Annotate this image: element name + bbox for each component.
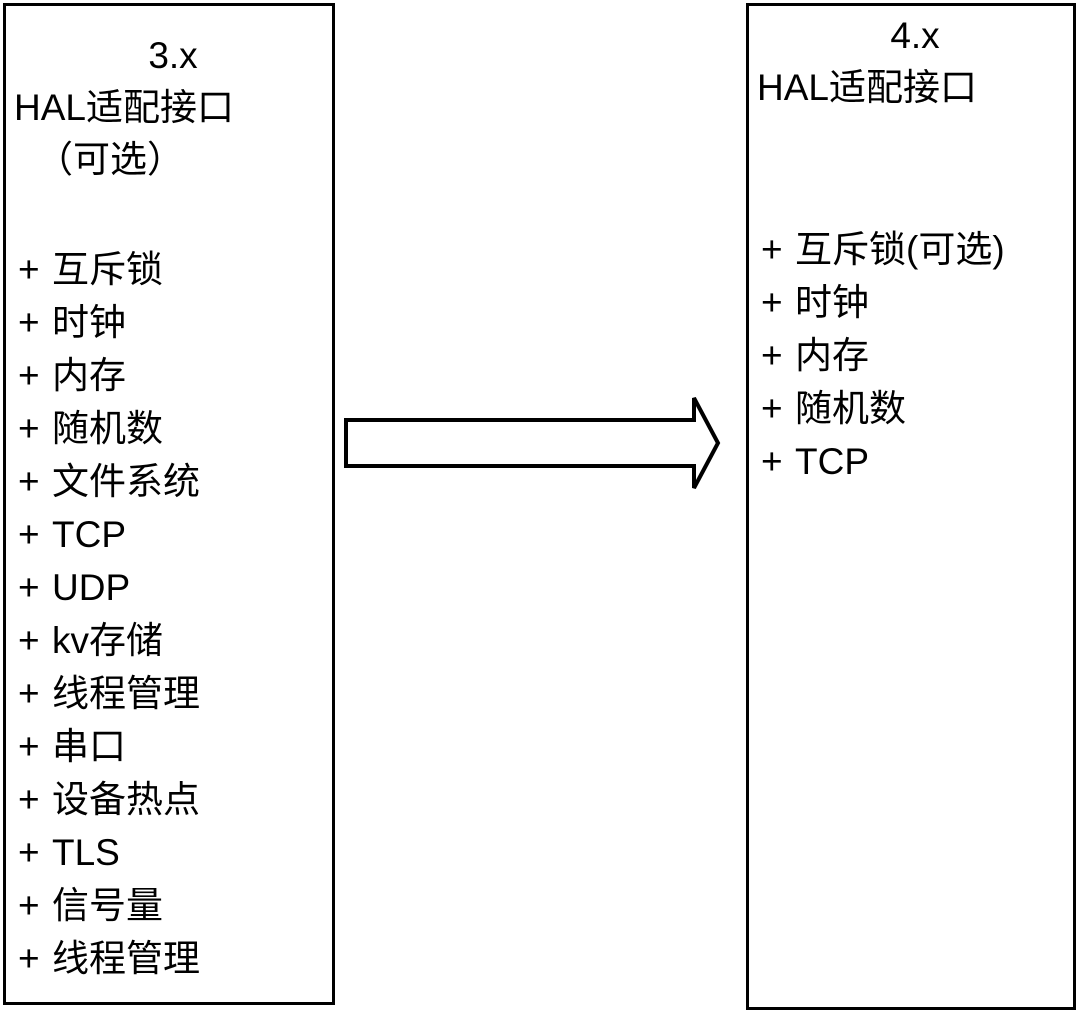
list-item-label: TLS xyxy=(52,832,120,873)
list-item: + 串口 xyxy=(6,720,332,773)
list-item-label: UDP xyxy=(52,567,131,608)
hal-4x-interface-list: + 互斥锁(可选) + 时钟 + 内存 + 随机数 + TCP xyxy=(749,223,1073,488)
plus-bullet: + xyxy=(18,779,40,820)
hal-3x-version-title: 3.x xyxy=(148,35,198,76)
hal-3x-subtitle: HAL适配接口 xyxy=(14,87,234,128)
list-item: + 信号量 xyxy=(6,879,332,932)
plus-bullet: + xyxy=(18,514,40,555)
hal-3x-interface-list: + 互斥锁 + 时钟 + 内存 + 随机数 + 文件系统 + TCP + UDP xyxy=(6,243,332,985)
plus-bullet: + xyxy=(18,832,40,873)
list-item: + 随机数 xyxy=(749,382,1073,435)
list-item: + 内存 xyxy=(749,329,1073,382)
list-item: + 时钟 xyxy=(749,276,1073,329)
list-item: + 内存 xyxy=(6,349,332,402)
plus-bullet: + xyxy=(18,408,40,449)
plus-bullet: + xyxy=(18,249,40,290)
hal-4x-version-title: 4.x xyxy=(890,15,940,56)
plus-bullet: + xyxy=(18,726,40,767)
list-item: + 线程管理 xyxy=(6,667,332,720)
list-item: + 时钟 xyxy=(6,296,332,349)
plus-bullet: + xyxy=(761,282,783,323)
list-item-label: 时钟 xyxy=(795,282,869,323)
list-item: + 随机数 xyxy=(6,402,332,455)
plus-bullet: + xyxy=(18,567,40,608)
list-item-label: 串口 xyxy=(52,726,126,767)
list-item-label: 设备热点 xyxy=(52,779,200,820)
plus-bullet: + xyxy=(761,388,783,429)
list-item: + TLS xyxy=(6,826,332,879)
list-item: + 设备热点 xyxy=(6,773,332,826)
list-item: + TCP xyxy=(749,435,1073,488)
right-block-arrow-icon xyxy=(344,397,721,489)
list-item-label: 随机数 xyxy=(52,408,163,449)
list-item: + 文件系统 xyxy=(6,455,332,508)
plus-bullet: + xyxy=(761,441,783,482)
list-item: + TCP xyxy=(6,508,332,561)
hal-3x-box: 3.x HAL适配接口 （可选） + 互斥锁 + 时钟 + 内存 + 随机数 +… xyxy=(3,3,335,1005)
list-item: + 线程管理 xyxy=(6,932,332,985)
plus-bullet: + xyxy=(18,620,40,661)
list-item-label: 内存 xyxy=(52,355,126,396)
plus-bullet: + xyxy=(761,229,783,270)
list-item-label: 内存 xyxy=(795,335,869,376)
hal-4x-header: 4.x HAL适配接口 xyxy=(749,6,1073,114)
hal-3x-header: 3.x HAL适配接口 （可选） xyxy=(6,6,332,186)
list-item-label: 互斥锁 xyxy=(52,249,163,290)
hal-4x-subtitle: HAL适配接口 xyxy=(757,67,977,108)
list-item-label: kv存储 xyxy=(52,620,163,661)
list-item-label: 线程管理 xyxy=(52,938,200,979)
list-item-label: 时钟 xyxy=(52,302,126,343)
list-item: + UDP xyxy=(6,561,332,614)
list-item-label: TCP xyxy=(52,514,126,555)
hal-4x-box: 4.x HAL适配接口 + 互斥锁(可选) + 时钟 + 内存 + 随机数 + … xyxy=(746,3,1076,1010)
list-item-label: TCP xyxy=(795,441,869,482)
plus-bullet: + xyxy=(18,461,40,502)
list-item-label: 线程管理 xyxy=(52,673,200,714)
list-item: + 互斥锁 xyxy=(6,243,332,296)
plus-bullet: + xyxy=(18,938,40,979)
list-item-label: 文件系统 xyxy=(52,461,200,502)
list-item-label: 信号量 xyxy=(52,885,163,926)
plus-bullet: + xyxy=(761,335,783,376)
list-item-label: 随机数 xyxy=(795,388,906,429)
list-item: + 互斥锁(可选) xyxy=(749,223,1073,276)
plus-bullet: + xyxy=(18,355,40,396)
plus-bullet: + xyxy=(18,673,40,714)
list-item-label: 互斥锁(可选) xyxy=(795,229,1005,270)
plus-bullet: + xyxy=(18,302,40,343)
plus-bullet: + xyxy=(18,885,40,926)
hal-3x-optional-note: （可选） xyxy=(36,139,184,180)
list-item: + kv存储 xyxy=(6,614,332,667)
